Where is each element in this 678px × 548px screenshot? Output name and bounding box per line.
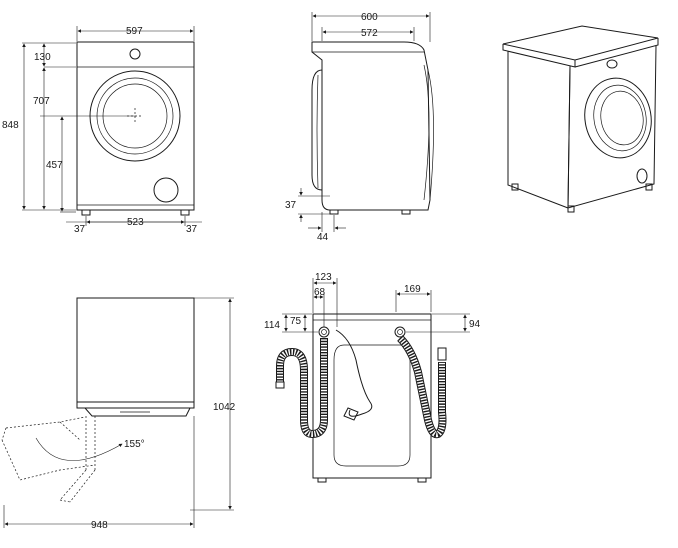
front-total-height-label: 848 xyxy=(2,120,19,131)
front-view: 597 130 707 848 457 523 37 37 xyxy=(2,26,202,235)
front-door-center-label: 707 xyxy=(33,96,50,107)
perspective-door xyxy=(584,77,652,159)
perspective-view xyxy=(502,25,659,213)
front-door-bottom-label: 457 xyxy=(46,160,63,171)
open-total-depth-label: 948 xyxy=(91,520,108,531)
topview-body xyxy=(76,297,195,403)
open-door-view: 155° 1042 948 xyxy=(1,297,236,531)
front-left-foot-label: 37 xyxy=(74,224,86,235)
side-body-depth-label: 572 xyxy=(361,28,378,39)
cabinet-front xyxy=(567,45,657,209)
rear-view: 123 68 169 114 75 94 xyxy=(264,272,481,483)
side-view: 600 572 37 44 xyxy=(285,12,434,243)
power-cable xyxy=(335,329,373,417)
side-body xyxy=(311,41,431,211)
side-foot-inset-label: 44 xyxy=(317,232,329,243)
rear-body xyxy=(312,313,432,479)
rear-inlet-height-label: 94 xyxy=(469,319,481,330)
front-body xyxy=(76,41,195,211)
rear-drain-offset-label: 123 xyxy=(315,272,332,283)
rear-drain-height-label: 75 xyxy=(290,316,302,327)
side-total-depth-label: 600 xyxy=(361,12,378,23)
front-foot-span-label: 523 xyxy=(127,217,144,228)
rear-drain-inner-label: 68 xyxy=(314,287,326,298)
front-right-foot-label: 37 xyxy=(186,224,198,235)
door-angle-label: 155° xyxy=(124,439,145,450)
filter-cap xyxy=(153,177,179,203)
rear-drain-top-label: 114 xyxy=(264,320,280,331)
front-top-offset-label: 130 xyxy=(34,52,51,63)
program-knob xyxy=(129,48,141,60)
front-width-label: 597 xyxy=(126,26,143,37)
side-foot-height-label: 37 xyxy=(285,200,297,211)
rear-inlet-offset-label: 169 xyxy=(404,284,421,295)
open-total-height-label: 1042 xyxy=(213,402,236,413)
